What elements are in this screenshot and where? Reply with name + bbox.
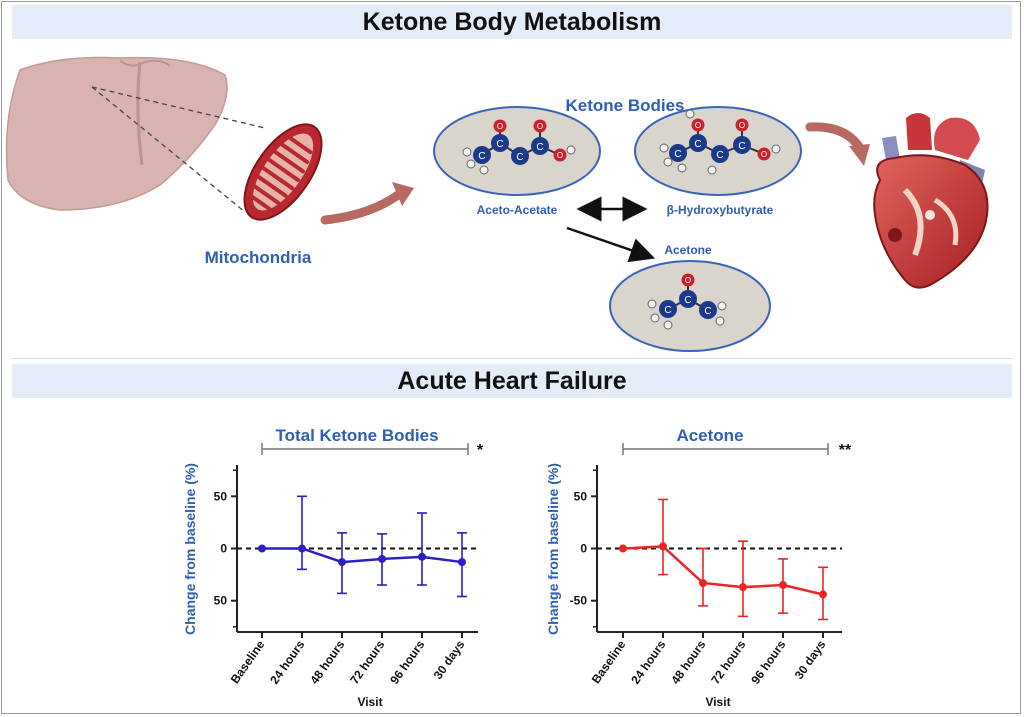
chart-total-ketone-bodies: Total Ketone Bodies * Visit Change from … <box>182 426 484 709</box>
acetone-molecule: C C C O <box>609 260 771 352</box>
curved-arrow-to-ketones <box>320 182 414 225</box>
x-tick-label: 72 hours <box>708 637 748 686</box>
atom-c: C <box>664 305 671 316</box>
atom-c: C <box>684 295 691 306</box>
atom-c: C <box>674 149 681 160</box>
x-tick-label: 48 hours <box>668 637 708 686</box>
atom-o: O <box>761 150 767 159</box>
data-point <box>418 552 426 561</box>
significance-marker: ** <box>839 442 852 459</box>
atom-c: C <box>716 150 723 161</box>
data-point <box>619 544 627 553</box>
atom-o: O <box>557 151 563 160</box>
atom-c: C <box>704 306 711 317</box>
section-divider <box>12 358 1012 359</box>
x-tick-label: 48 hours <box>307 637 347 686</box>
mitochondria-label: Mitochondria <box>205 248 312 267</box>
x-tick-label: 72 hours <box>347 637 387 686</box>
y-tick-label: 50 <box>214 594 228 608</box>
y-axis-label: Change from baseline (%) <box>182 463 198 635</box>
y-tick-label: -50 <box>570 594 588 608</box>
aceto-acetate-label: Aceto-Acetate <box>477 203 558 217</box>
acetone-label: Acetone <box>664 243 712 257</box>
data-point <box>258 544 266 553</box>
ketone-bodies-label: Ketone Bodies <box>565 96 684 115</box>
data-point <box>378 554 386 563</box>
acetone-arrow <box>566 226 656 263</box>
significance-marker: * <box>477 442 484 459</box>
x-tick-label: Baseline <box>589 637 629 686</box>
y-axis-label: Change from baseline (%) <box>545 463 561 635</box>
data-point <box>699 578 707 587</box>
mitochondria-illustration <box>243 123 323 221</box>
data-point <box>298 544 306 553</box>
heart-illustration <box>873 113 989 289</box>
atom-c: C <box>478 151 485 162</box>
atom-c: C <box>694 139 701 150</box>
atom-o: O <box>685 276 691 285</box>
data-point <box>659 542 667 551</box>
aceto-acetate-molecule: C C C C O O O <box>433 106 601 196</box>
atom-c: C <box>516 152 523 163</box>
atom-c: C <box>536 142 543 153</box>
x-axis-label: Visit <box>705 695 730 709</box>
chart-title: Total Ketone Bodies <box>275 426 438 445</box>
chart-title: Acetone <box>676 426 743 445</box>
y-tick-label: 0 <box>580 542 587 556</box>
hydroxybutyrate-molecule: C C C C O O O <box>634 106 802 196</box>
x-tick-label: 30 days <box>792 637 829 681</box>
x-tick-label: 30 days <box>431 637 468 681</box>
chart-acetone: Acetone ** Visit Change from baseline (%… <box>545 426 852 709</box>
series-line <box>262 547 463 564</box>
curved-arrow-to-heart <box>805 122 870 166</box>
x-tick-label: Baseline <box>228 637 268 686</box>
atom-c: C <box>496 139 503 150</box>
x-tick-label: 24 hours <box>628 637 668 686</box>
top-banner-title: Ketone Body Metabolism <box>362 7 662 36</box>
data-point <box>779 581 787 590</box>
bottom-banner-title: Acute Heart Failure <box>397 366 627 395</box>
data-point <box>458 558 466 567</box>
atom-c: C <box>738 141 745 152</box>
atom-o: O <box>739 121 745 130</box>
data-point <box>338 558 346 567</box>
x-tick-label: 24 hours <box>267 637 307 686</box>
bottom-banner: Acute Heart Failure <box>12 364 1012 398</box>
x-tick-label: 96 hours <box>387 637 427 686</box>
atom-o: O <box>537 122 543 131</box>
atom-o: O <box>695 121 701 130</box>
x-axis-label: Visit <box>357 695 382 709</box>
data-point <box>819 590 827 599</box>
hydroxybutyrate-label: β-Hydroxybutyrate <box>667 203 774 217</box>
y-tick-label: 50 <box>574 489 588 503</box>
atom-o: O <box>497 122 503 131</box>
liver-illustration <box>5 56 266 213</box>
y-tick-label: 50 <box>214 489 228 503</box>
x-tick-label: 96 hours <box>748 637 788 686</box>
top-banner: Ketone Body Metabolism <box>12 5 1012 39</box>
series-line <box>622 545 824 596</box>
data-point <box>739 583 747 592</box>
y-tick-label: 0 <box>220 542 227 556</box>
